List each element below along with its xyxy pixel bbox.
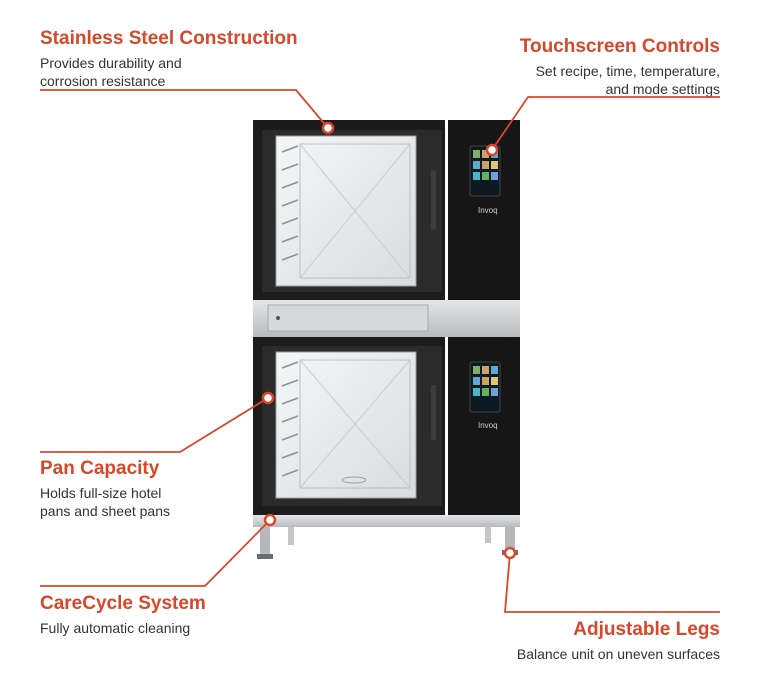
callout-stainless-steel: Stainless Steel Construction Provides du… [40,28,320,90]
upper-brand-logo: Invoq [478,206,498,215]
lower-touchscreen[interactable] [469,361,501,413]
lower-glass-window [275,351,417,499]
upper-cavity-line [299,143,411,279]
callout-description: Balance unit on uneven surfaces [516,646,720,662]
lower-cavity-back [299,359,411,489]
callout-leaders [40,89,720,613]
leader-adjustable-legs [504,552,720,613]
leg-front-right [505,527,515,551]
callout-title: CareCycle System [40,593,206,614]
leg-rear [288,527,294,545]
callout-markers [261,121,517,560]
callout-title: Stainless Steel Construction [40,28,298,49]
upper-glass-window [275,135,417,287]
callout-title: Touchscreen Controls [519,36,720,57]
leader-pan-capacity [40,397,269,453]
callout-pan-capacity: Pan Capacity Holds full-size hotel pans … [40,458,280,520]
upper-oven: Invoq [253,120,520,300]
lower-oven: Invoq [253,337,520,515]
callout-description: Set recipe, time, temperature, and mode … [535,63,720,97]
callout-title: Pan Capacity [40,458,160,479]
lower-door-handle[interactable] [431,385,436,440]
carecycle-drawer[interactable] [267,304,429,332]
callout-touchscreen: Touchscreen Controls Set recipe, time, t… [470,36,720,98]
cleaning-nozzle [341,476,367,484]
upper-cavity-back [299,143,411,279]
upper-door-handle[interactable] [431,170,436,230]
callout-adjustable-legs: Adjustable Legs Balance unit on uneven s… [440,619,720,663]
callout-title: Adjustable Legs [573,619,720,640]
leg-foot [257,554,273,559]
callout-carecycle: CareCycle System Fully automatic cleanin… [40,593,280,637]
leg-front-left [260,527,270,555]
callout-description: Fully automatic cleaning [40,620,191,636]
leader-stainless-steel [40,89,329,129]
leader-carecycle [40,519,271,587]
lower-screen-tiles [473,366,498,396]
marker-touchscreen [485,143,499,157]
marker-pan-capacity [261,391,275,405]
upper-touchscreen[interactable] [469,145,501,197]
base-stand [253,515,520,527]
leader-touchscreen [491,96,720,151]
marker-stainless-steel [321,121,335,135]
drawer-latch[interactable] [276,316,280,320]
leg-rear [485,527,491,543]
lower-brand-logo: Invoq [478,421,498,430]
marker-carecycle [263,513,277,527]
callout-description: Provides durability and corrosion resist… [40,55,182,89]
lower-racks [281,361,299,477]
marker-adjustable-legs [503,546,517,560]
callout-description: Holds full-size hotel pans and sheet pan… [40,485,170,519]
lower-cavity-line [299,359,411,489]
upper-racks [281,145,299,261]
